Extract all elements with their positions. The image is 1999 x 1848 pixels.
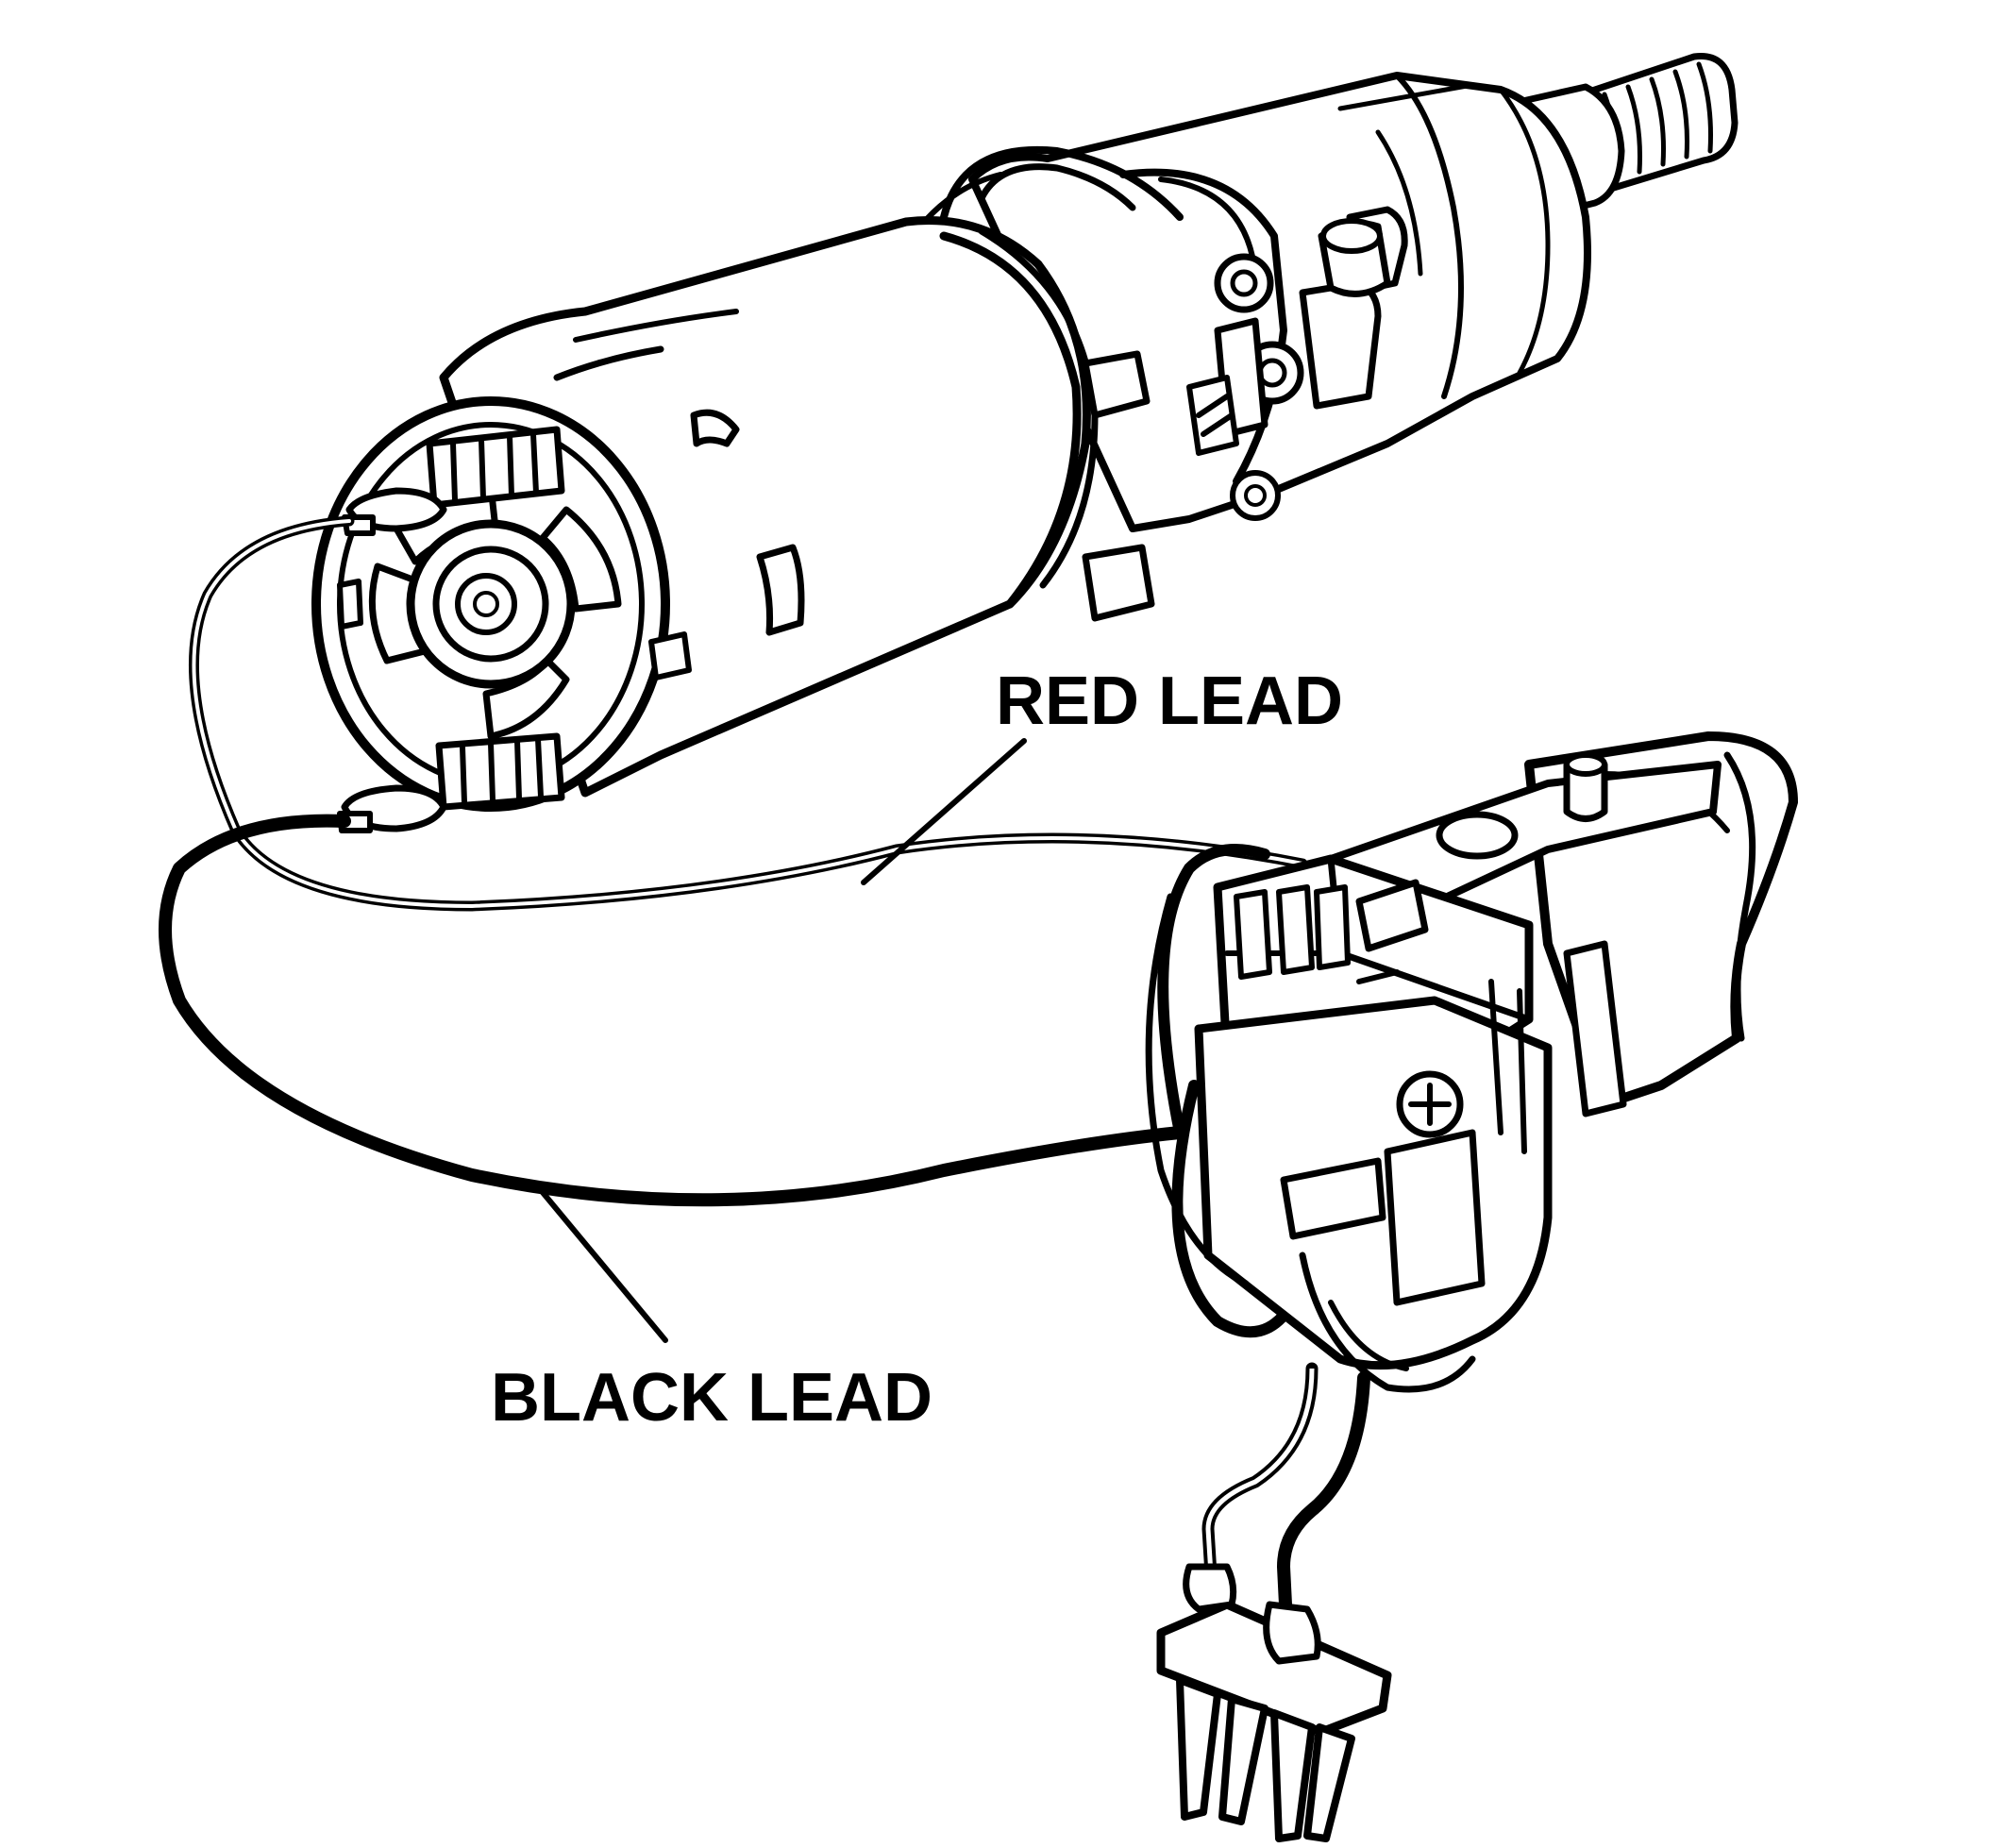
gearbox-screw-lower xyxy=(1230,470,1281,521)
motor-end-bell xyxy=(311,396,692,833)
black-lead-label: BLACK LEAD xyxy=(491,1360,932,1436)
gearbox-screw-upper xyxy=(1214,253,1274,313)
red-lead-leader-line xyxy=(861,738,1027,885)
black-lead-wire xyxy=(159,814,1299,1338)
upper-brush-terminal xyxy=(342,426,565,536)
black-lead-leader-line xyxy=(533,1182,668,1343)
lower-brush-terminal xyxy=(337,732,565,833)
switch-screw xyxy=(1396,1070,1464,1138)
gearbox-assembly xyxy=(903,52,1739,532)
red-lead-wire xyxy=(188,515,1308,912)
red-lead-label: RED LEAD xyxy=(996,664,1343,739)
battery-terminal-connector xyxy=(1156,1362,1392,1842)
trigger-switch xyxy=(1145,731,1798,1393)
